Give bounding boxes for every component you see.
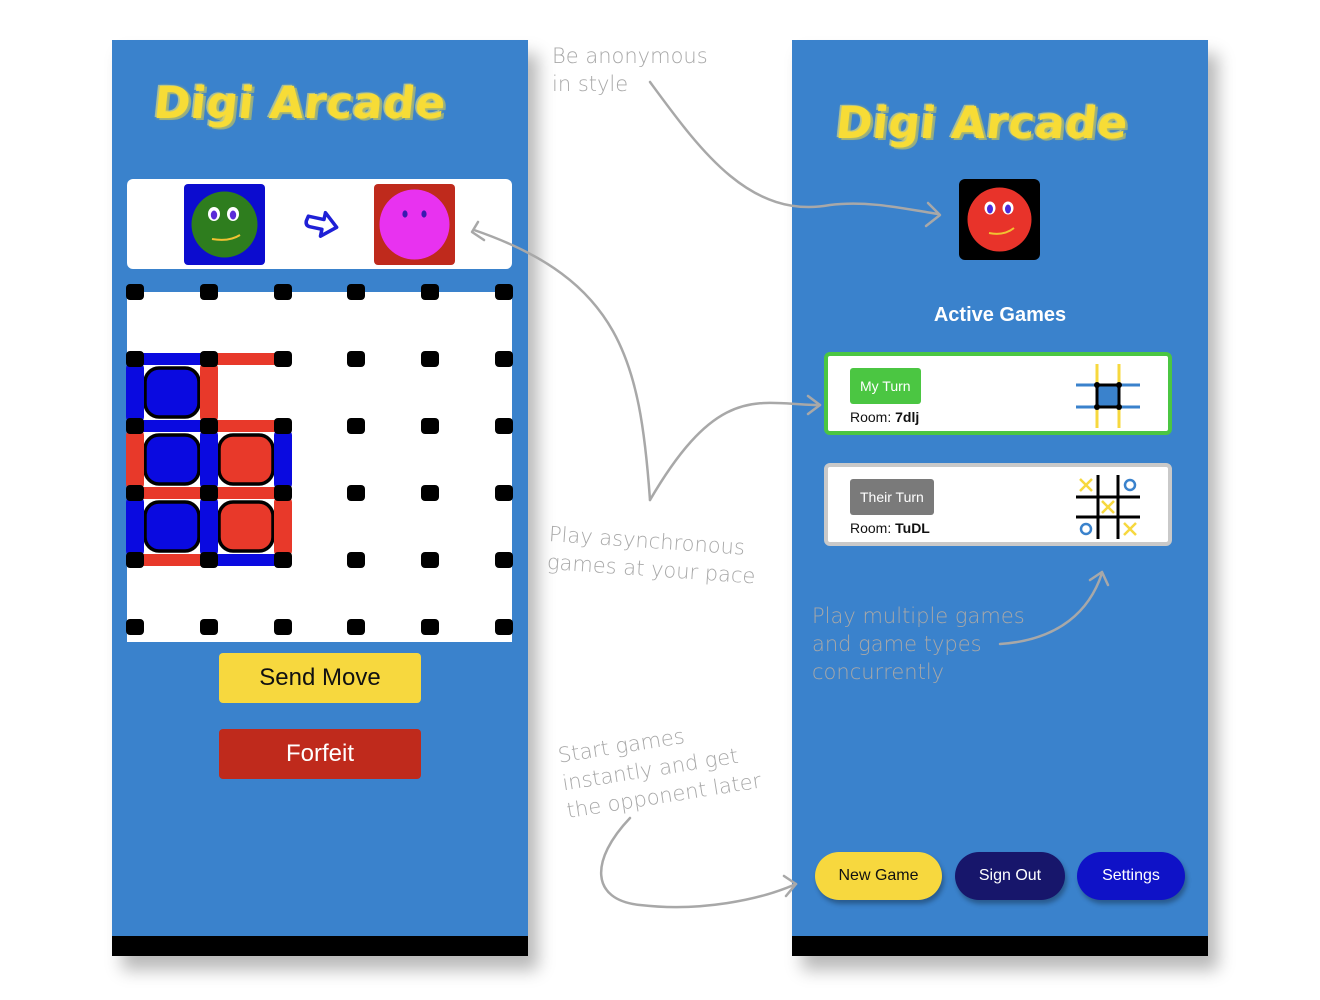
board-edge[interactable]	[213, 487, 279, 499]
board-dot[interactable]	[495, 418, 513, 434]
board-dot[interactable]	[421, 418, 439, 434]
sign-out-button[interactable]: Sign Out	[955, 852, 1065, 900]
board-dot[interactable]	[421, 485, 439, 501]
claimed-box[interactable]	[143, 500, 201, 553]
active-games-title: Active Games	[933, 304, 1067, 326]
board-dot[interactable]	[126, 351, 144, 367]
room-code: TuDL	[895, 520, 930, 536]
board-edge[interactable]	[200, 430, 218, 489]
send-move-button[interactable]: Send Move	[219, 653, 421, 703]
board-dot[interactable]	[274, 284, 292, 300]
board-edge[interactable]	[200, 497, 218, 556]
board-dot[interactable]	[347, 552, 365, 568]
board-dot[interactable]	[421, 619, 439, 635]
system-nav-bar	[792, 936, 1208, 956]
board-dot[interactable]	[347, 284, 365, 300]
turn-status-badge: Their Turn	[850, 479, 934, 515]
claimed-box[interactable]	[143, 433, 201, 486]
board-dot[interactable]	[126, 485, 144, 501]
board-dot[interactable]	[421, 351, 439, 367]
system-nav-bar	[112, 936, 528, 956]
board-dot[interactable]	[421, 284, 439, 300]
board-dot[interactable]	[347, 619, 365, 635]
board-edge[interactable]	[213, 420, 279, 432]
arrow-to-new-game	[599, 816, 798, 909]
room-line: Room: TuDL	[850, 520, 930, 536]
room-line: Room: 7dlj	[850, 409, 920, 425]
board-dot[interactable]	[347, 351, 365, 367]
board-dot[interactable]	[495, 351, 513, 367]
board-dot[interactable]	[126, 619, 144, 635]
board-dot[interactable]	[495, 485, 513, 501]
board-edge[interactable]	[213, 554, 279, 566]
board-edge[interactable]	[139, 554, 205, 566]
turn-status-badge: My Turn	[850, 368, 921, 404]
tic-tac-toe-icon	[1076, 475, 1140, 544]
app-logo: Digi Arcade	[833, 98, 1131, 149]
board-edge[interactable]	[213, 353, 279, 365]
board-dot[interactable]	[495, 619, 513, 635]
board-dot[interactable]	[495, 552, 513, 568]
board-dot[interactable]	[126, 284, 144, 300]
board-dot[interactable]	[200, 418, 218, 434]
board-dot[interactable]	[200, 351, 218, 367]
board-edge[interactable]	[126, 430, 144, 489]
game-card-my-turn[interactable]: My Turn Room: 7dlj	[824, 352, 1172, 435]
user-avatar[interactable]	[959, 179, 1040, 260]
claimed-box[interactable]	[143, 366, 201, 419]
game-card-their-turn[interactable]: Their Turn Room: TuDL	[824, 463, 1172, 546]
board-dot[interactable]	[200, 552, 218, 568]
board-edge[interactable]	[139, 487, 205, 499]
board-dot[interactable]	[274, 485, 292, 501]
app-logo: Digi Arcade	[151, 78, 449, 129]
dots-and-boxes-board[interactable]	[126, 284, 513, 642]
board-dot[interactable]	[126, 418, 144, 434]
game-screen: Digi Arcade Send Move	[112, 40, 528, 956]
board-dot[interactable]	[274, 619, 292, 635]
board-edge[interactable]	[274, 430, 292, 489]
board-dot[interactable]	[274, 418, 292, 434]
board-edge[interactable]	[274, 497, 292, 556]
board-edge[interactable]	[200, 363, 218, 422]
turn-pointer-icon	[301, 207, 341, 246]
player-one-avatar	[184, 184, 265, 265]
home-screen: Digi Arcade Active Games My Turn Room: 7…	[792, 40, 1208, 956]
board-dot[interactable]	[200, 485, 218, 501]
board-edge[interactable]	[126, 363, 144, 422]
claimed-box[interactable]	[217, 500, 275, 553]
dots-and-boxes-icon	[1076, 364, 1140, 433]
board-dot[interactable]	[200, 619, 218, 635]
forfeit-button[interactable]: Forfeit	[219, 729, 421, 779]
players-panel	[127, 179, 512, 269]
board-grid[interactable]	[112, 282, 528, 652]
board-dot[interactable]	[421, 552, 439, 568]
board-edge[interactable]	[126, 497, 144, 556]
board-dot[interactable]	[347, 485, 365, 501]
board-edge[interactable]	[139, 420, 205, 432]
board-dot[interactable]	[200, 284, 218, 300]
board-dot[interactable]	[126, 552, 144, 568]
settings-button[interactable]: Settings	[1077, 852, 1185, 900]
board-edge[interactable]	[139, 353, 205, 365]
room-code: 7dlj	[895, 409, 920, 425]
board-dot[interactable]	[495, 284, 513, 300]
claimed-box[interactable]	[217, 433, 275, 486]
board-dot[interactable]	[274, 351, 292, 367]
new-game-button[interactable]: New Game	[815, 852, 942, 900]
player-two-avatar	[374, 184, 455, 265]
board-dot[interactable]	[274, 552, 292, 568]
board-dot[interactable]	[347, 418, 365, 434]
